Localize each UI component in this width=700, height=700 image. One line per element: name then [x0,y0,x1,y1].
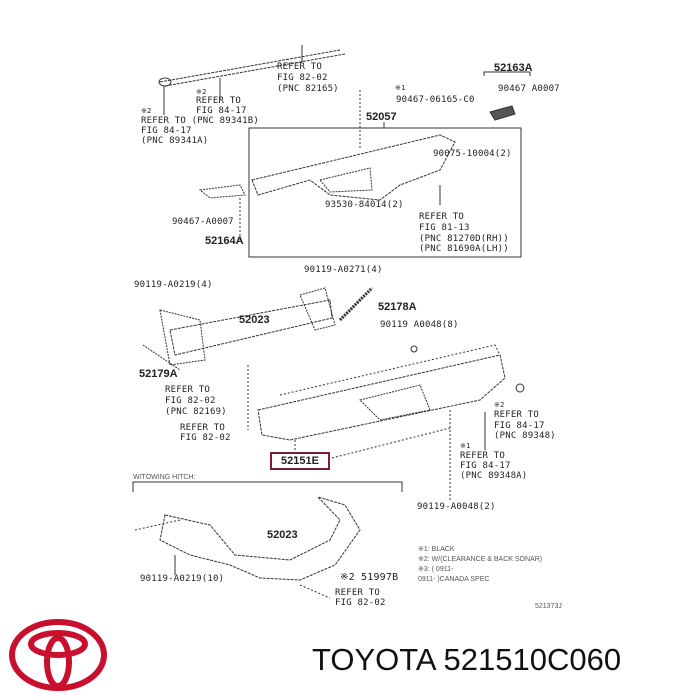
part-51997B[interactable]: ※2 51997B [340,572,399,583]
refer-line: (PNC 81270D(RH)) [419,234,509,244]
refer-line: REFER TO [165,385,210,395]
refer-line: REFER TO [335,588,380,598]
hitch-title: W/TOWING HITCH: [133,474,196,481]
part-90467-A0007[interactable]: 90467 A0007 [498,84,560,94]
part-93530[interactable]: 93530-84014(2) [325,200,404,210]
part-90075[interactable]: 90075-10004(2) [433,149,512,159]
refer-line: REFER TO [277,62,322,72]
part-90119-A0219[interactable]: 90119-A0219(4) [134,280,213,290]
part-number: 521510C060 [443,642,622,677]
refer-line: FIG 84-17 [494,421,545,431]
refer-line: FIG 82-02 [165,396,216,406]
refer-line: FIG 81-13 [419,223,470,233]
brand-name: TOYOTA [312,642,435,677]
refer-line: REFER TO [494,410,539,420]
refer-line: REFER TO [419,212,464,222]
refer-line: FIG 84-17 [196,106,247,116]
part-52179A[interactable]: 52179A [139,368,178,380]
refer-line: (PNC 89341A) [141,136,209,146]
note-mark: ※1 [395,84,406,92]
note-line: 0911- )CANADA SPEC [418,576,490,583]
refer-line: REFER TO [196,96,241,106]
part-90119-A0219[interactable]: 90119-A0219(10) [140,574,225,584]
hitch-frame [159,495,361,581]
refer-line: FIG 84-17 [460,461,511,471]
reinforcement [169,299,333,356]
note-line: ※2: W/(CLEARANCE & BACK SONAR) [418,556,543,563]
highlighted-part-52151E[interactable]: 52151E [270,452,330,470]
refer-line: FIG 82-02 [335,598,386,608]
brand-part-number: TOYOTA 521510C060 [312,642,621,678]
note-mark: ※2 [494,401,505,409]
wire-harness [159,49,346,87]
toyota-logo-icon [9,619,107,691]
part-52023[interactable]: 52023 [267,529,298,541]
part-90119-A0048[interactable]: 90119-A0048(2) [417,502,496,512]
refer-line: REFER TO [180,423,225,433]
step-pad [251,134,456,201]
note-line: ※3: ( 0911- [418,566,454,573]
part-90119-A0271[interactable]: 90119-A0271(4) [304,265,383,275]
refer-line: (PNC 89348) [494,431,556,441]
refer-line: (PNC 82169) [165,407,227,417]
refer-line: REFER TO (PNC 89341B) [141,116,259,126]
refer-line: (PNC 82165) [277,84,339,94]
note-line: ※1: BLACK [418,546,455,553]
part-52178A[interactable]: 52178A [378,301,417,313]
refer-line: FIG 84-17 [141,126,192,136]
note-mark: ※1 [460,442,471,450]
figure-code: 521373J [535,603,562,610]
refer-line: REFER TO [460,451,505,461]
note-mark: ※2 [141,107,152,115]
hitch-box [132,481,403,492]
rear-bumper [257,354,506,441]
note-mark: ※2 [196,88,207,96]
part-52164A[interactable]: 52164A [205,235,244,247]
refer-line: (PNC 89348A) [460,471,528,481]
part-90467-A0007[interactable]: 90467-A0007 [172,217,234,227]
part-90467-06165[interactable]: 90467-06165-C0 [396,95,475,105]
part-90119-A0048[interactable]: 90119 A0048(8) [380,320,459,330]
step-assembly-box [248,127,522,258]
refer-line: FIG 82-02 [180,433,231,443]
part-52023[interactable]: 52023 [239,314,270,326]
part-52057[interactable]: 52057 [366,111,397,123]
refer-line: FIG 82-02 [277,73,328,83]
part-52163A[interactable]: 52163A [494,62,533,74]
refer-line: (PNC 81690A(LH)) [419,244,509,254]
